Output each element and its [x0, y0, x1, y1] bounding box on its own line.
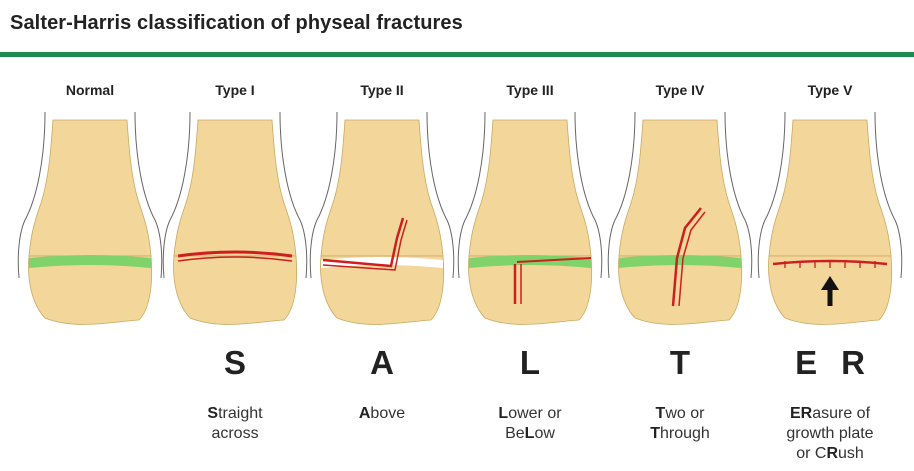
mnemonic-letter: S	[160, 344, 310, 382]
bone-illustration	[605, 108, 755, 333]
mnemonic-letter: L	[455, 344, 605, 382]
type-label: Type III	[455, 82, 605, 98]
column-normal: Normal	[15, 0, 165, 471]
bone-illustration	[160, 108, 310, 333]
mnemonic-caption: Above	[307, 404, 457, 424]
bone-illustration	[15, 108, 165, 333]
column-type-2: Type II A Above	[307, 0, 457, 471]
type-label: Type IV	[605, 82, 755, 98]
mnemonic-letter: A	[307, 344, 457, 382]
type-label: Type II	[307, 82, 457, 98]
type-label: Type I	[160, 82, 310, 98]
bone-illustration	[755, 108, 905, 333]
bone-illustration	[455, 108, 605, 333]
bone-illustration	[307, 108, 457, 333]
type-label: Normal	[15, 82, 165, 98]
mnemonic-letter: T	[605, 344, 755, 382]
type-label: Type V	[755, 82, 905, 98]
mnemonic-letter: ER	[755, 344, 905, 382]
